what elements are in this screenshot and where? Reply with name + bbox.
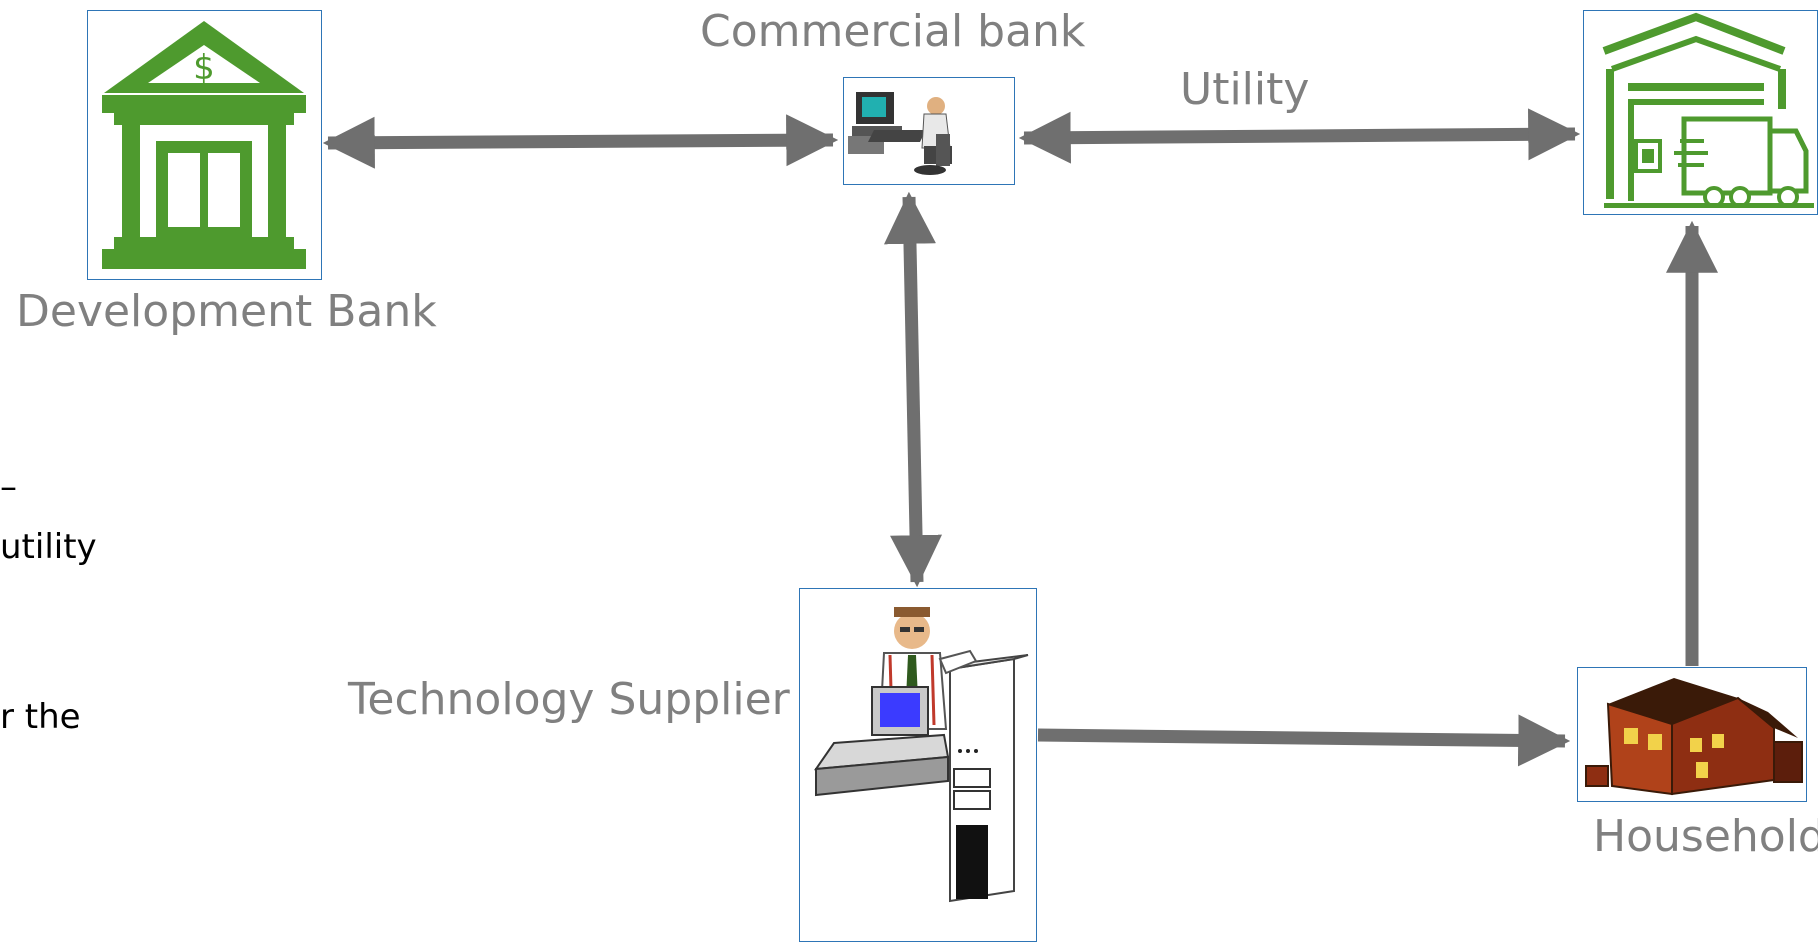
technology-supplier-node	[799, 588, 1037, 942]
left-text-line-1: –	[0, 467, 17, 507]
bank-icon: $	[102, 21, 306, 269]
arrow-commercial-utility	[1018, 108, 1581, 164]
development-bank-label: Development Bank	[16, 286, 437, 337]
bank-clerk-computer-icon	[848, 92, 952, 175]
arrow-supplier-household	[1037, 714, 1571, 767]
left-text-line-2: utility	[0, 527, 97, 567]
warehouse-truck-icon	[1602, 12, 1814, 208]
commercial-bank-label: Commercial bank	[700, 6, 1086, 57]
commercial-bank-node	[843, 77, 1015, 185]
arrow-commercial-supplier	[883, 191, 943, 588]
development-bank-node: $	[87, 10, 322, 280]
technology-supplier-label: Technology Supplier	[348, 674, 790, 725]
utility-node	[1583, 10, 1818, 215]
left-text-line-3: r the	[0, 697, 81, 737]
house-icon	[1585, 678, 1803, 796]
svg-text:$: $	[193, 48, 215, 88]
household-label: Household	[1593, 811, 1818, 862]
utility-label: Utility	[1180, 64, 1310, 115]
arrow-development-commercial	[322, 114, 839, 169]
household-node	[1577, 667, 1807, 802]
technician-computer-icon	[813, 607, 1029, 903]
